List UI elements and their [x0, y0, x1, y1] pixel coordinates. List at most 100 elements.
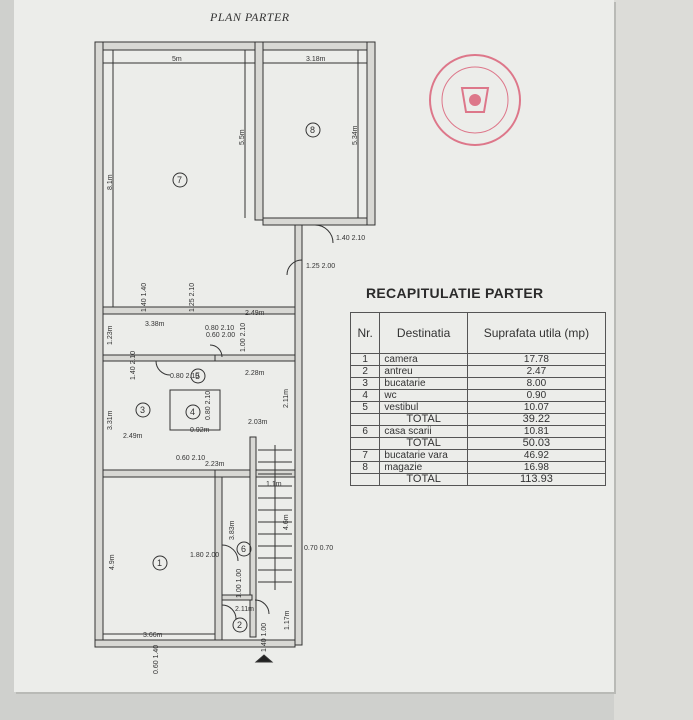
cell-val: 46.92 [466, 449, 607, 462]
opening-label: 1.80 2.00 [190, 552, 219, 559]
dim-label: 1.17m [284, 610, 291, 630]
stairs [258, 445, 292, 590]
room-number-7: 7 [177, 175, 182, 185]
room-circle [185, 404, 201, 420]
cell-nr: 8 [349, 461, 381, 474]
door-arc [221, 604, 237, 620]
cell-dest: bucatarie [379, 377, 468, 390]
room-number-2: 2 [237, 620, 242, 630]
cell-nr [349, 437, 381, 450]
cell-nr [349, 473, 381, 486]
room-number-5: 5 [195, 371, 200, 381]
cell-dest: vestibul [379, 401, 468, 414]
cell-val: 10.07 [466, 401, 607, 414]
cell-nr: 5 [349, 401, 381, 414]
cell-dest: antreu [379, 365, 468, 378]
door-arc [209, 344, 223, 358]
wall-kitchen-summer-bottom [102, 306, 296, 315]
dim-label: 5m [172, 56, 182, 63]
opening-label: 1.40 2.10 [336, 235, 365, 242]
dim-label: 2.49m [245, 310, 265, 317]
dim-label: 2.03m [248, 419, 268, 426]
dim-label: 4.6m [283, 514, 290, 530]
cell-nr: 6 [349, 425, 381, 438]
opening-label: 1.25 2.10 [189, 283, 196, 312]
cell-val: 17.78 [466, 353, 607, 366]
wall-antreu-top [221, 594, 253, 601]
dim-label: 2.49m [123, 433, 143, 440]
opening-label: 0.80 2.10 [170, 373, 199, 380]
opening-label: 0.60 2.00 [206, 332, 235, 339]
room-circle [152, 555, 168, 571]
room-circle [172, 172, 188, 188]
wall-stairs-left [249, 436, 257, 638]
adjacent-page [614, 0, 693, 720]
cell-val: 8.00 [466, 377, 607, 390]
cell-val: 16.98 [466, 461, 607, 474]
cell-val: 0.90 [466, 389, 607, 402]
cell-val: 50.03 [466, 437, 607, 450]
cell-dest: TOTAL [379, 413, 468, 426]
room-circle [305, 122, 321, 138]
cell-val: 39.22 [466, 413, 607, 426]
cell-nr: 4 [349, 389, 381, 402]
dim-label: 1.23m [107, 325, 114, 345]
cell-dest: TOTAL [379, 437, 468, 450]
header-area: Suprafata utila (mp) [466, 312, 607, 354]
opening-label: 0.80 2.10 [205, 391, 212, 420]
opening-label: 0.80 2.10 [205, 325, 234, 332]
dim-label: 3.66m [143, 632, 163, 639]
room-number-4: 4 [190, 407, 195, 417]
dim-label: 3.38m [145, 321, 165, 328]
room-number-6: 6 [241, 544, 246, 554]
cell-dest: casa scarii [379, 425, 468, 438]
dim-label: 0.70 0.70 [304, 545, 333, 552]
cell-nr: 2 [349, 365, 381, 378]
wall-bottom [94, 639, 296, 648]
official-stamp [429, 54, 521, 146]
cell-dest: bucatarie vara [379, 449, 468, 462]
door-arc [286, 259, 303, 276]
cell-nr [349, 413, 381, 426]
entrance-arrow-icon [254, 654, 274, 663]
wall-right-lower [294, 224, 303, 646]
cell-dest: wc [379, 389, 468, 402]
dim-label: 2.28m [245, 370, 265, 377]
dim-label: 2.11m [283, 389, 290, 408]
room-number-8: 8 [310, 125, 315, 135]
door-arc [155, 360, 171, 376]
opening-label: 1.00 1.00 [236, 569, 243, 598]
recap-title: RECAPITULATIE PARTER [366, 285, 544, 301]
dim-label: 3.31m [107, 410, 114, 430]
cell-dest: camera [379, 353, 468, 366]
cell-nr: 3 [349, 377, 381, 390]
room-number-1: 1 [157, 558, 162, 568]
dim-label: 4.9m [109, 554, 116, 570]
dim-label: 1.1m [266, 481, 282, 488]
dim-label: 3.18m [306, 56, 326, 63]
room-circle [236, 541, 252, 557]
wall-kitchen-top [102, 354, 224, 362]
dim-label: 2.23m [205, 461, 225, 468]
cell-val: 2.47 [466, 365, 607, 378]
door-arc [254, 599, 270, 615]
opening-label: 1.40 1.00 [261, 623, 268, 652]
room-circle [135, 402, 151, 418]
dim-label: 5.34m [352, 125, 359, 145]
cell-nr: 1 [349, 353, 381, 366]
cell-val: 113.93 [466, 473, 607, 486]
dim-label: 3.83m [229, 520, 236, 540]
plan-title: PLAN PARTER [210, 10, 290, 24]
wall-right-upper [366, 41, 376, 226]
dim-label: 8.1m [107, 174, 114, 190]
wall-storage-bottom [262, 217, 368, 226]
